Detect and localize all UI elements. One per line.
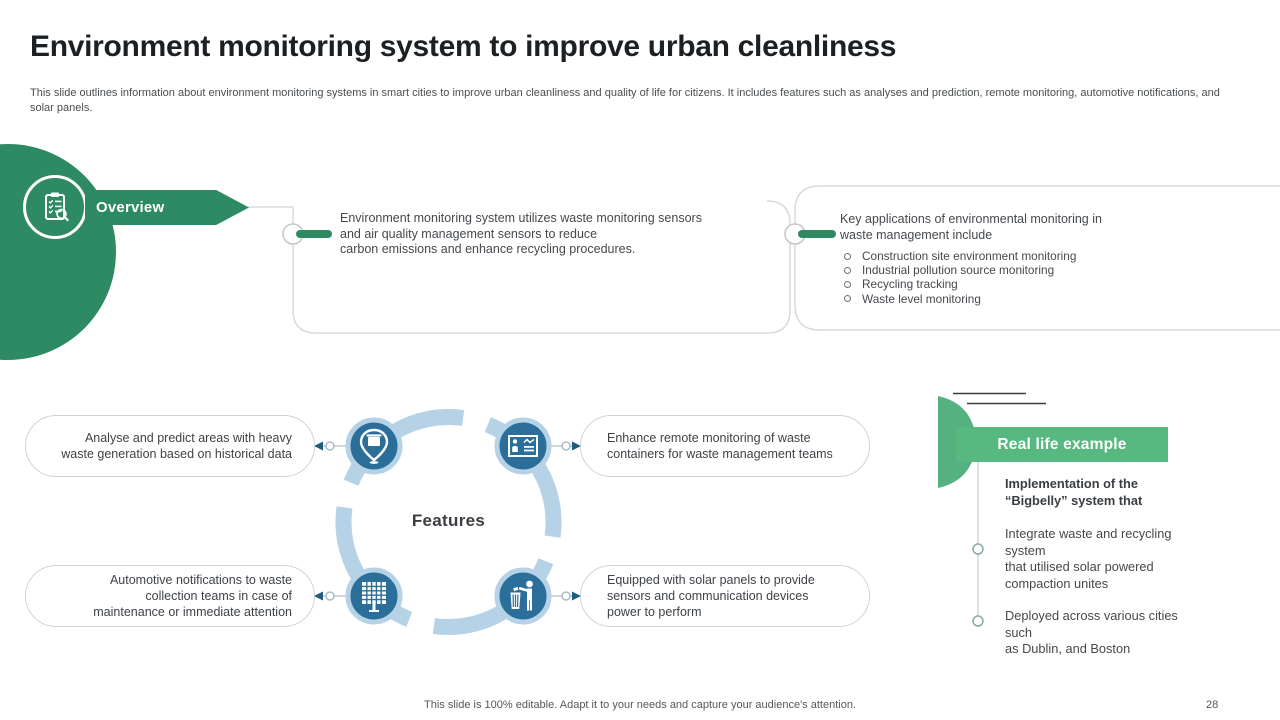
arrowhead-left-icon [314, 441, 323, 451]
page-number: 28 [1206, 699, 1219, 711]
overview-banner: Overview [85, 190, 249, 225]
arrowhead-left-icon [314, 591, 323, 601]
circle-bullet-icon [844, 252, 851, 260]
feature-bubble-top-left: Analyse and predict areas with heavy was… [25, 415, 315, 477]
example-bullet-node [972, 615, 984, 627]
list-item-label: Construction site environment monitoring [862, 249, 1077, 263]
applications-list: Construction site environment monitoring… [842, 249, 1172, 306]
footer-note: This slide is 100% editable. Adapt it to… [424, 699, 856, 711]
list-item: Recycling tracking [842, 277, 1172, 291]
connector-green-bar [798, 230, 836, 238]
list-item: Construction site environment monitoring [842, 249, 1172, 263]
overview-banner-label: Overview [96, 199, 165, 216]
circle-bullet-icon [844, 281, 851, 288]
feature-bubble-top-right: Enhance remote monitoring of waste conta… [580, 415, 870, 477]
map-pin-waste-icon [359, 428, 389, 464]
example-bullet-text: Integrate waste and recycling system tha… [1005, 526, 1172, 591]
waste-disposal-icon [510, 580, 533, 611]
list-item-label: Recycling tracking [862, 277, 958, 292]
connector-node-circle [784, 223, 806, 245]
page-title: Environment monitoring system to improve… [30, 30, 897, 63]
list-item: Waste level monitoring [842, 292, 1172, 306]
remote-monitoring-icon [508, 435, 538, 457]
list-item-label: Industrial pollution source monitoring [862, 263, 1055, 278]
real-life-example-banner: Real life example [956, 427, 1168, 462]
overview-summary-text: Environment monitoring system utilizes w… [340, 211, 702, 256]
applications-intro-text: Key applications of environmental monito… [840, 212, 1102, 242]
list-item: Industrial pollution source monitoring [842, 263, 1172, 277]
feature-bubble-bottom-left: Automotive notifications to waste collec… [25, 565, 315, 627]
example-bullet-text: Deployed across various cities such as D… [1005, 608, 1178, 656]
page-subtitle: This slide outlines information about en… [30, 87, 1220, 114]
example-heading: Implementation of the “Bigbelly” system … [1005, 476, 1143, 508]
list-item-label: Waste level monitoring [862, 291, 981, 306]
example-bullet-node [972, 543, 984, 555]
connector-node-circle [282, 223, 304, 245]
clipboard-magnifier-icon [45, 192, 69, 222]
real-life-example-label: Real life example [997, 435, 1127, 453]
solar-panel-icon [362, 582, 386, 612]
connector-green-bar [296, 230, 332, 238]
feature-bubble-bottom-right: Equipped with solar panels to provide se… [580, 565, 870, 627]
features-center-label: Features [411, 511, 486, 530]
overview-badge [23, 175, 87, 239]
circle-bullet-icon [844, 295, 851, 303]
circle-bullet-icon [844, 266, 851, 274]
